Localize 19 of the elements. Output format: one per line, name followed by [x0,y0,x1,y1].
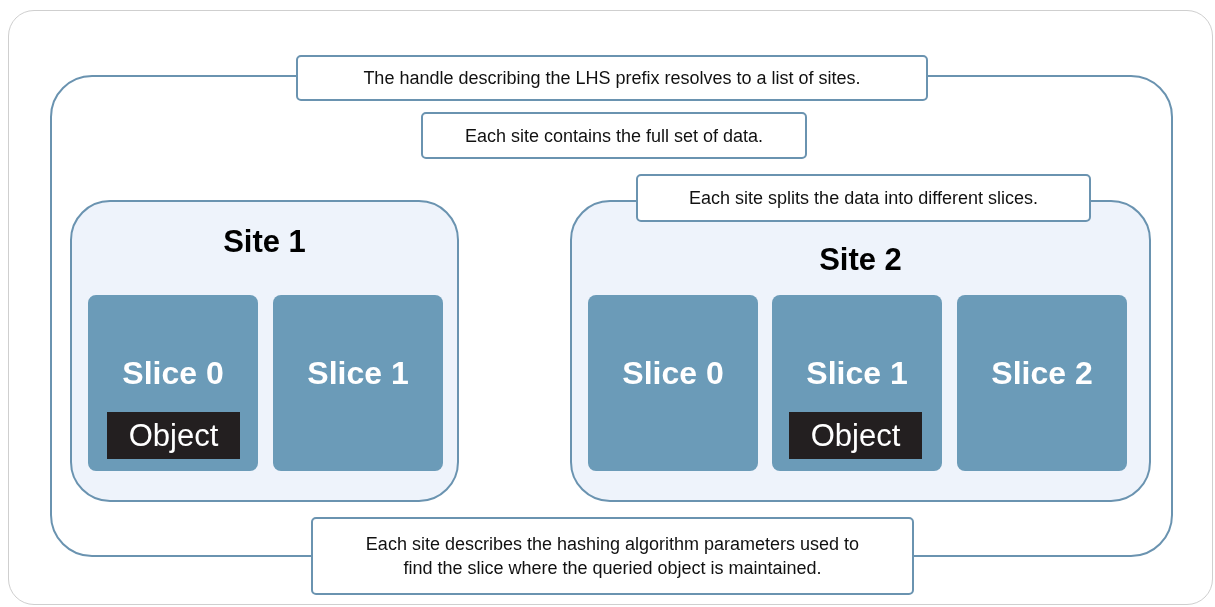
slice-title: Slice 0 [621,355,725,392]
site-title: Site 1 [222,224,307,260]
slice-title: Slice 2 [990,355,1094,392]
callout-box: The handle describing the LHS prefix resolves to a list of sites. [296,55,928,101]
slice-title: Slice 0 [121,355,225,392]
slice-block [772,295,942,471]
callout-box: Each site describes the hashing algorithm parameters used to find the slice where the queried object is maintained. [311,517,914,595]
callout-box: Each site splits the data into different slices. [636,174,1091,222]
slice-title: Slice 1 [306,355,410,392]
slice-block [957,295,1127,471]
slice-block [273,295,443,471]
site-panel [70,200,459,502]
slice-title: Slice 1 [805,355,909,392]
slice-block [88,295,258,471]
callout-box: Each site contains the full set of data. [421,112,807,159]
site-title: Site 2 [818,242,903,278]
object-tag: Object [107,412,240,459]
object-tag: Object [789,412,922,459]
slice-block [588,295,758,471]
